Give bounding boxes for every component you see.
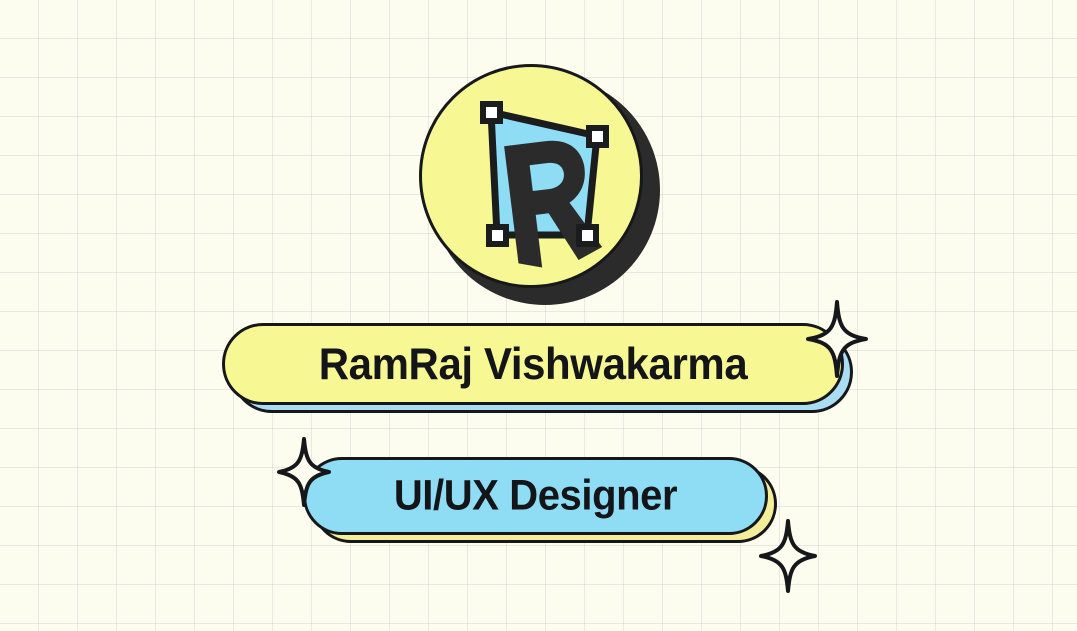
sparkle-icon-top-right <box>806 300 868 378</box>
profile-name: RamRaj Vishwakarma <box>318 338 748 389</box>
logo-badge <box>419 64 660 305</box>
profile-role: UI/UX Designer <box>393 472 678 519</box>
name-pill: RamRaj Vishwakarma <box>222 323 844 405</box>
sparkle-icon-bottom-right <box>759 519 817 593</box>
ramraj-vector-logo-icon <box>480 101 609 268</box>
role-pill: UI/UX Designer <box>303 457 768 535</box>
sparkle-icon-mid-left <box>277 437 331 507</box>
